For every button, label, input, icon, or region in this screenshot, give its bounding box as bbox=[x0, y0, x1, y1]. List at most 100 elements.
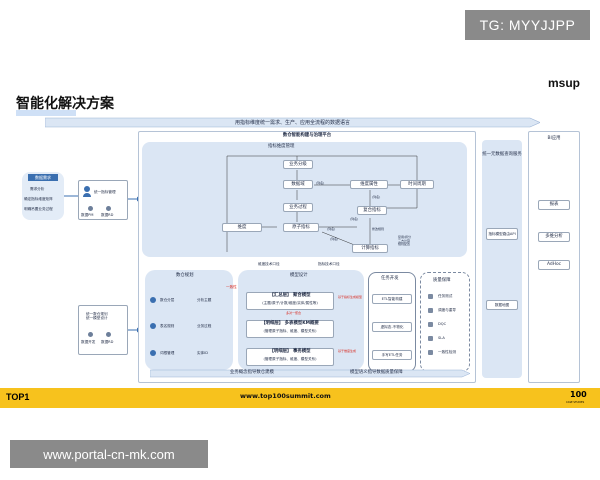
model-desc: (管理原子指标、维度、模型关系) bbox=[263, 329, 317, 333]
quality-title: 质量保障 bbox=[433, 278, 451, 283]
warehouse-plan-title: 数仓规划 bbox=[176, 273, 194, 278]
node-business-process: 业务过程 bbox=[283, 203, 313, 212]
banner-text: 用指标维度统一需求、生产、应用全流程的数据语言 bbox=[234, 120, 350, 126]
quality-item: 一致性检测 bbox=[438, 350, 456, 354]
app-report[interactable]: 报表 bbox=[538, 200, 570, 210]
banner-arrow bbox=[45, 117, 540, 128]
edge-note: (列名) bbox=[350, 217, 359, 221]
node-composite-metric: 复合指标 bbox=[357, 206, 387, 215]
task-item[interactable]: ETL智能构建 bbox=[372, 294, 412, 304]
node-business-class: 业务分级 bbox=[283, 160, 313, 169]
edge-note: (列名) bbox=[327, 227, 336, 231]
model-name: 【明细层】 多表模型KM概要 bbox=[261, 321, 319, 326]
warehouse-item: 数仓分层 bbox=[160, 298, 175, 302]
edge-note: 修改规则 bbox=[372, 227, 385, 231]
model-name: 【汇总层】 聚合模型 bbox=[269, 293, 311, 298]
tg-watermark: TG: MYYJJPP bbox=[465, 10, 590, 40]
portal-watermark: www.portal-cn-mk.com bbox=[10, 440, 208, 468]
quality-item: 任务测试 bbox=[438, 294, 453, 298]
bottom-label-left: 业务概念指导数仓建模 bbox=[230, 370, 274, 375]
person-label: 数据RD bbox=[101, 340, 114, 344]
warehouse-item: 表名规则 bbox=[160, 324, 175, 328]
person-body-icon bbox=[83, 193, 91, 197]
person-label: 数据开发 bbox=[81, 340, 96, 344]
model-card bbox=[246, 292, 334, 310]
warehouse-sub: 实体ID bbox=[197, 351, 209, 355]
person-icon bbox=[88, 206, 93, 211]
unified-service-title: 统一元数据查询服务 bbox=[482, 152, 522, 157]
quality-item: DQC bbox=[438, 322, 447, 326]
node-dimension: 维度 bbox=[222, 223, 262, 232]
app-adhoc[interactable]: AdHoc bbox=[538, 260, 570, 270]
node-dimension-attr: 维度属性 bbox=[350, 180, 388, 189]
footer-mark: 100 bbox=[570, 390, 587, 399]
person-icon bbox=[106, 206, 111, 211]
model-name: 【明细层】 事务模型 bbox=[269, 349, 311, 354]
task-dev-title: 任务开发 bbox=[381, 276, 399, 281]
bottom-arrow bbox=[150, 369, 470, 378]
sla-icon bbox=[428, 336, 433, 341]
model-card bbox=[246, 320, 334, 338]
metric-tech-label: 指标技术口径 bbox=[318, 262, 340, 266]
unified-metric-label: 统一指标管理 bbox=[94, 190, 116, 194]
requirement-item: 确定指标维度矩阵 bbox=[24, 197, 53, 201]
unified-warehouse-group bbox=[78, 305, 128, 355]
consistency-tag: 一致性 bbox=[226, 285, 237, 289]
warehouse-sub: 业务过程 bbox=[197, 324, 212, 328]
warehouse-sub: 分析主题 bbox=[197, 298, 212, 302]
footer-logo: TOP1 bbox=[6, 392, 30, 402]
unified-service-panel bbox=[482, 140, 522, 378]
bi-apps-title: BI应用 bbox=[547, 136, 561, 141]
dimension-tech-label: 维度技术口径 bbox=[258, 262, 280, 266]
root-icon bbox=[150, 350, 156, 356]
model-desc: (主题/原子/计数/维度/实体/属性等) bbox=[262, 301, 318, 305]
data-requirement-title: 数据需求 bbox=[28, 174, 58, 181]
table-icon bbox=[150, 323, 156, 329]
bottom-label-right: 模型语义指导数据质量保障 bbox=[350, 370, 403, 375]
dqc-icon bbox=[428, 322, 433, 327]
metric-connectors bbox=[226, 155, 418, 252]
task-item[interactable]: 手写ETL任务 bbox=[372, 350, 412, 360]
brand-logo: msup bbox=[548, 76, 581, 90]
edge-note: (列名) bbox=[330, 237, 339, 241]
person-label: 数据RD bbox=[101, 213, 114, 217]
quality-item: SLA bbox=[438, 336, 445, 340]
requirement-item: 需求分析 bbox=[30, 187, 45, 191]
node-calc-metric: 计算指标 bbox=[352, 244, 388, 253]
task-item[interactable]: 虚拟态-不物化 bbox=[372, 322, 412, 332]
metric-mgmt-title: 指标维度管理 bbox=[268, 144, 295, 149]
footer-url[interactable]: www.top100summit.com bbox=[240, 392, 331, 400]
requirement-item: 明确吊置业务过程 bbox=[24, 207, 53, 211]
node-time-period: 时间周期 bbox=[400, 180, 434, 189]
node-data-domain: 数据域 bbox=[283, 180, 313, 189]
consistency-icon bbox=[428, 350, 433, 355]
check-icon bbox=[428, 294, 433, 299]
edge-note: (列名) bbox=[372, 195, 381, 199]
app-multidim[interactable]: 多维分析 bbox=[538, 232, 570, 242]
person-icon bbox=[106, 332, 111, 337]
schedule-icon bbox=[428, 308, 433, 313]
platform-title: 数仓智能构建与治理平台 bbox=[282, 133, 332, 139]
edge-note: 复用/拆分 三方计算 规则配置 bbox=[398, 235, 412, 247]
model-design-title: 模型设计 bbox=[290, 273, 308, 278]
quality-item: 调度与重导 bbox=[438, 308, 456, 312]
layer-icon bbox=[150, 297, 156, 303]
model-card bbox=[246, 348, 334, 366]
edge-note: (列名) bbox=[316, 181, 325, 185]
title-underline bbox=[16, 110, 76, 116]
red-note: 多对一聚合 bbox=[286, 311, 302, 315]
slide-title: 智能化解决方案 bbox=[16, 96, 114, 112]
footer-bar bbox=[0, 388, 600, 408]
route-api-box[interactable]: 指标模型路由API bbox=[486, 228, 518, 240]
red-note: 基于指标生成模型 bbox=[338, 295, 363, 299]
warehouse-item: 词根管理 bbox=[160, 351, 175, 355]
red-note: 基于维度生成 bbox=[338, 349, 357, 353]
bi-apps-panel bbox=[528, 131, 580, 383]
node-atomic-metric: 原子指标 bbox=[283, 223, 319, 232]
person-icon bbox=[84, 186, 90, 192]
data-map-box[interactable]: 数据地图 bbox=[486, 300, 518, 310]
footer-mark-sub: CASE STUDIES bbox=[566, 401, 585, 404]
model-desc: (管理原子指标、维度、模型关系) bbox=[263, 357, 317, 361]
warehouse-plan-panel bbox=[145, 270, 233, 370]
person-label: 数据PM bbox=[81, 213, 94, 217]
